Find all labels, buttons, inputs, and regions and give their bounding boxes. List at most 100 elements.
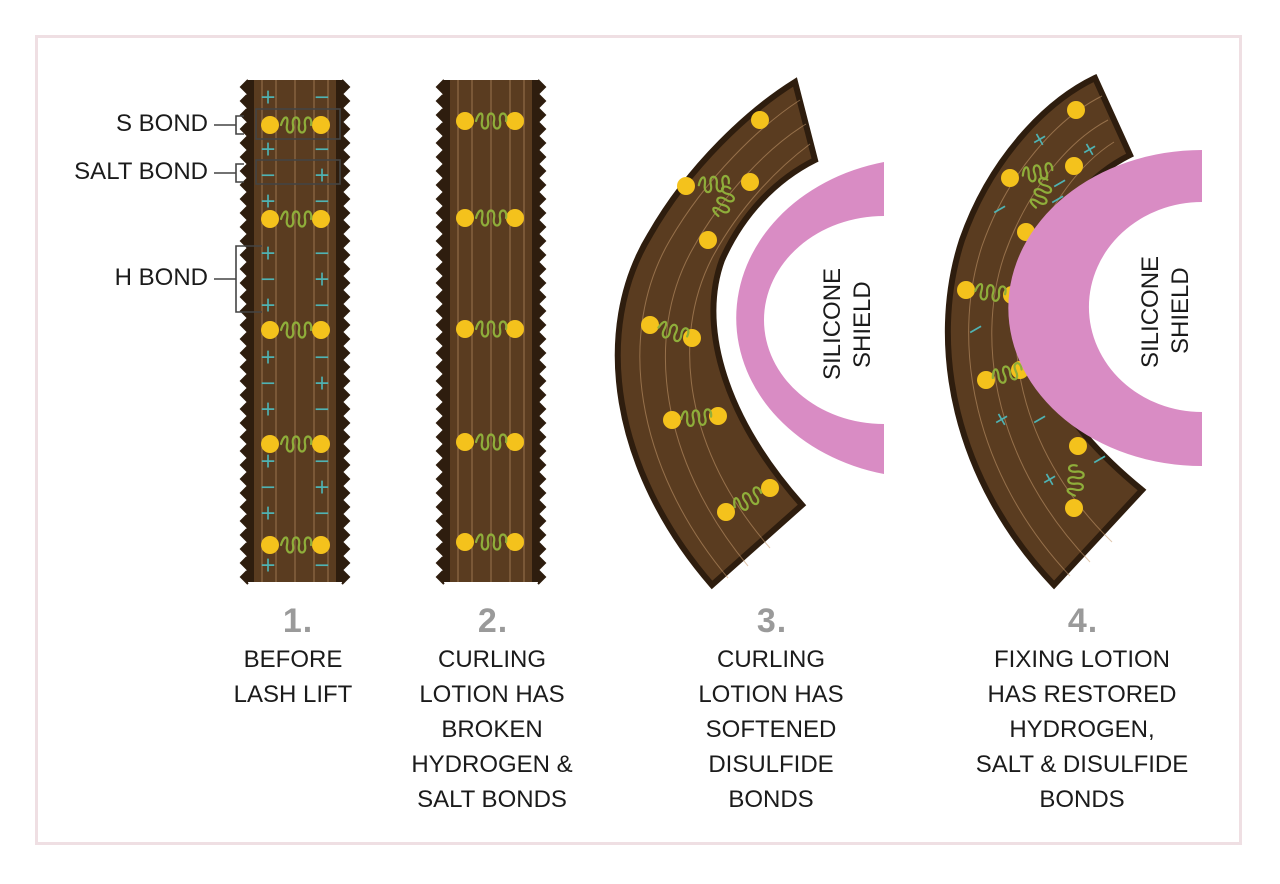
lash-1-edge-left — [248, 80, 254, 582]
negative-charge: − — [314, 241, 331, 265]
step-2-caption-line: CURLING — [437, 646, 546, 673]
lash-3-bonds — [641, 111, 779, 521]
negative-charge: − — [314, 85, 331, 109]
lash-scale-edge — [435, 79, 445, 585]
negative-charge: − — [260, 163, 277, 187]
bond-dot — [261, 435, 279, 453]
step-2-caption-line: BROKEN — [441, 716, 543, 743]
silicone-shield-3 — [736, 162, 884, 474]
bond-dot — [761, 479, 779, 497]
step-4-caption-line: SALT & DISULFIDE — [975, 751, 1189, 778]
negative-charge: − — [260, 475, 277, 499]
positive-charge: + — [260, 189, 277, 213]
lash-scale-edge — [239, 79, 249, 585]
silicone-shield-4 — [1008, 150, 1202, 466]
negative-charge: − — [314, 345, 331, 369]
bond-dot — [312, 210, 330, 228]
bond-dot — [709, 407, 727, 425]
s-bond-label: S BOND — [115, 110, 208, 137]
bond-dot — [456, 112, 474, 130]
positive-charge: + — [314, 475, 331, 499]
lash-1-scale-edges — [239, 79, 351, 585]
salt-bond-label: SALT BOND — [74, 158, 208, 185]
negative-charge: − — [314, 397, 331, 421]
bond-dot — [677, 177, 695, 195]
bond-dot — [751, 111, 769, 129]
bond-dot — [717, 503, 735, 521]
positive-charge: + — [314, 371, 331, 395]
step-1-caption-line: LASH LIFT — [233, 681, 353, 708]
step-3-caption-line: CURLING — [716, 646, 825, 673]
lash-3-body — [614, 77, 819, 590]
bond-dot — [312, 536, 330, 554]
positive-charge: + — [260, 345, 277, 369]
salt-bond-box — [255, 159, 341, 185]
shield-label-4-line1: SILICONE — [1137, 256, 1164, 368]
step-4-caption: FIXING LOTION HAS RESTORED HYDROGEN, SAL… — [932, 642, 1232, 817]
step-3-number: 3. — [756, 602, 788, 640]
lash-1-bonds — [261, 116, 330, 554]
bond-dot — [977, 371, 995, 389]
bond-dot — [683, 329, 701, 347]
step-2-caption-line: SALT BONDS — [417, 786, 567, 813]
bond-dot — [312, 116, 330, 134]
step-4-number: 4. — [1067, 602, 1099, 640]
step-3-caption-line: BONDS — [728, 786, 814, 813]
negative-charge: − — [314, 189, 331, 213]
lash-before: +−+−−++−+−−++−+−−++−+−−++−+− — [239, 79, 351, 585]
lash-scale-edge — [537, 79, 547, 585]
lash-2-bonds — [456, 112, 524, 551]
bond-dot — [456, 433, 474, 451]
bond-dot — [1001, 169, 1019, 187]
bond-dot — [663, 411, 681, 429]
lash-2-scale-edges — [435, 79, 547, 585]
bond-dot — [506, 533, 524, 551]
shield-label-3-line1: SILICONE — [819, 268, 846, 380]
step-2-caption-line: LOTION HAS — [419, 681, 565, 708]
bond-dot — [1065, 499, 1083, 517]
bond-dot — [456, 209, 474, 227]
bond-dot — [312, 321, 330, 339]
positive-charge: + — [260, 241, 277, 265]
positive-charge: + — [260, 501, 277, 525]
shield-label-4-line2: SHIELD — [1167, 267, 1194, 354]
shield-label-3-line2: SHIELD — [849, 281, 876, 368]
h-bond-label: H BOND — [114, 264, 208, 291]
step-3-caption-line: DISULFIDE — [708, 751, 834, 778]
bond-dot — [699, 231, 717, 249]
negative-charge: − — [314, 501, 331, 525]
step-3-caption: CURLING LOTION HAS SOFTENED DISULFIDE BO… — [621, 642, 921, 817]
lash-1-edge-right — [336, 80, 342, 582]
lash-curling — [435, 79, 547, 585]
positive-charge: + — [260, 449, 277, 473]
step-1-number: 1. — [282, 602, 314, 640]
bond-dot — [1065, 157, 1083, 175]
positive-charge: + — [260, 293, 277, 317]
bond-dot — [1067, 101, 1085, 119]
step-3-caption-line: LOTION HAS — [698, 681, 844, 708]
bond-dot — [261, 116, 279, 134]
step-4-caption-line: HYDROGEN, — [1009, 716, 1155, 743]
bond-dot — [261, 321, 279, 339]
positive-charge: + — [260, 397, 277, 421]
bond-dot — [312, 435, 330, 453]
diagram-frame — [35, 35, 1242, 845]
bond-dot — [506, 320, 524, 338]
step-2-caption: CURLING LOTION HAS BROKEN HYDROGEN & SAL… — [342, 642, 642, 817]
lash-3-stripes — [639, 99, 811, 579]
salt-bond-bracket — [214, 163, 244, 183]
bond-dot — [261, 536, 279, 554]
positive-charge: + — [260, 553, 277, 577]
bond-dot — [261, 210, 279, 228]
bond-dot — [957, 281, 975, 299]
lash-scale-edge — [341, 79, 351, 585]
bond-dot — [506, 433, 524, 451]
step-1-caption-line: BEFORE — [243, 646, 343, 673]
s-bond-box — [255, 108, 341, 140]
h-bond-bracket — [214, 245, 262, 313]
negative-charge: − — [314, 137, 331, 161]
step-4-caption-line: FIXING LOTION — [993, 646, 1170, 673]
bond-dot — [741, 173, 759, 191]
step-4-caption-line: BONDS — [1039, 786, 1125, 813]
positive-charge: + — [260, 85, 277, 109]
